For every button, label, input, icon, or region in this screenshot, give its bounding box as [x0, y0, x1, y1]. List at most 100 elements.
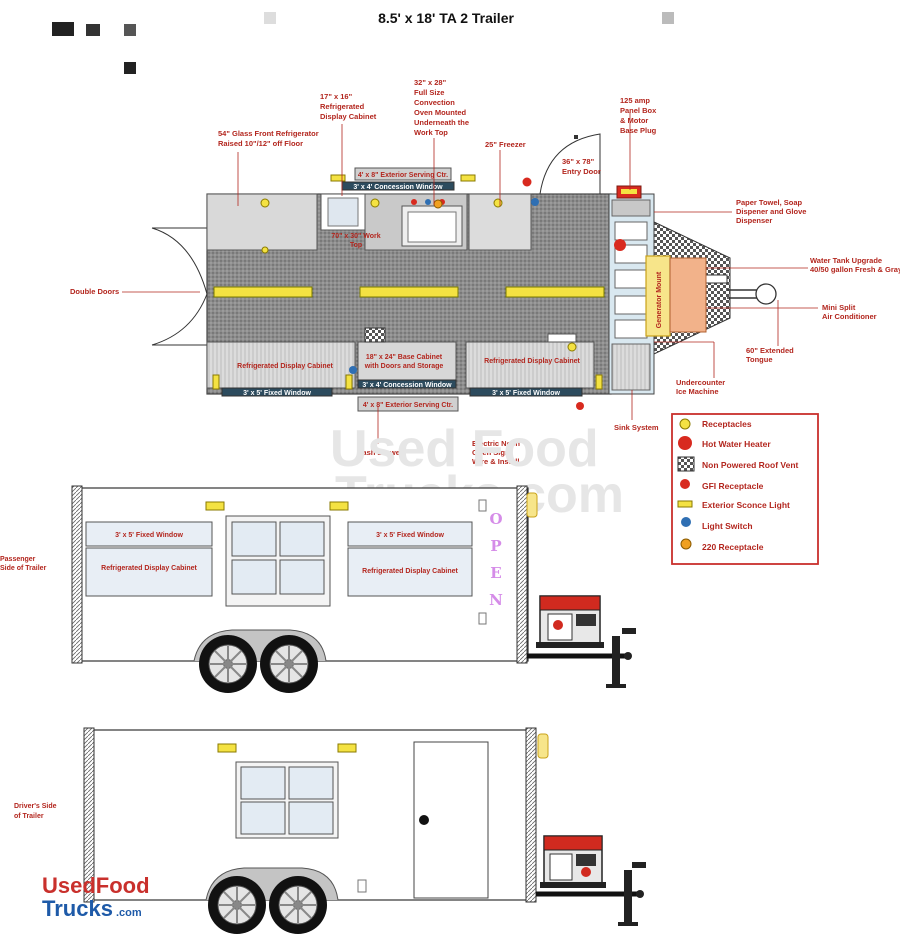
double-doors-label: Double Doors: [70, 287, 119, 296]
glass-fridge-label-2: Raised 10"/12" off Floor: [218, 139, 303, 148]
top-view-floorplan: Generator Mount 4' x 8" Exterior Serving…: [70, 78, 900, 466]
generator-mount: [645, 255, 671, 337]
leader-lines: [122, 112, 818, 444]
oven-label-3: Convection: [414, 98, 455, 107]
sink-system-label: Sink System: [614, 423, 659, 432]
passenger-window-left-label: 3' x 5' Fixed Window: [115, 532, 183, 539]
hitch-coupler: [755, 283, 777, 305]
passenger-cabinet-right-label: Refrigerated Display Cabinet: [362, 568, 458, 575]
legend-icon-switch: [681, 517, 691, 527]
legend-icon-sconce: [677, 500, 693, 508]
callout-convection-oven: 32" x 28" Full Size Convection Oven Moun…: [414, 78, 469, 137]
brand-part-3: .com: [116, 907, 142, 919]
passenger-fixed-window-left: [85, 521, 213, 547]
cash-drawer: [364, 327, 386, 343]
legend-label-hot-water: Hot Water Heater: [702, 439, 771, 449]
passenger-generator-icon: [536, 595, 604, 648]
work-top-label-1: 70" x 30" Work: [331, 233, 380, 240]
passenger-window-right-label: 3' x 5' Fixed Window: [376, 532, 444, 539]
freezer-label: 25" Freezer: [485, 140, 526, 149]
legend-label-receptacles: Receptacles: [702, 419, 752, 429]
legend-icon-hot-water: [678, 436, 692, 450]
watermark-line-1: Used Food: [330, 420, 599, 478]
legend-label-switch: Light Switch: [702, 521, 753, 531]
oven-label-1: 32" x 28": [414, 78, 447, 87]
work-top-label-2: Top: [350, 242, 362, 249]
passenger-side-view: Passenger Side of Trailer 3' x 5' Fixed …: [0, 485, 636, 693]
open-letter-p: P: [490, 537, 501, 555]
mini-split-label-1: Mini Split: [822, 303, 856, 312]
exterior-serving-counter-top: [354, 167, 452, 181]
mini-split-label-2: Air Conditioner: [822, 312, 877, 321]
usedfoodtrucks-logo: UsedFood Trucks .com: [42, 873, 150, 921]
passenger-cabinet-left: [85, 547, 213, 597]
fixed-window-right: [469, 387, 583, 397]
legend-icon-roof-vent: [677, 456, 695, 472]
entry-door-label-1: 36" x 78": [562, 157, 595, 166]
callout-mini-split: Mini Split Air Conditioner: [822, 303, 877, 321]
gfi-receptacle-icon-2: [576, 402, 584, 410]
paper-towel-label-3: Dispenser: [736, 216, 772, 225]
panel-box-label-4: Base Plug: [620, 126, 657, 135]
fixed-window-left-label: 3' x 5' Fixed Window: [243, 390, 311, 397]
exterior-serving-counter-bottom: [357, 396, 459, 412]
refrigerated-display-cabinet-left: [206, 341, 356, 389]
ice-machine-label-2: Ice Machine: [676, 387, 719, 396]
base-cabinet-label-1: 18" x 24" Base Cabinet: [366, 354, 443, 361]
callout-ice-machine: Undercounter Ice Machine: [676, 378, 725, 396]
passenger-cabinet-right: [347, 547, 473, 597]
callout-refrig-display: 17" x 16" Refrigerated Display Cabinet: [320, 92, 377, 121]
legend-icon-receptacle: [679, 418, 691, 430]
open-letter-n: N: [489, 591, 503, 609]
driver-wheel-2: [269, 876, 327, 934]
glass-fridge-label-1: 54" Glass Front Refrigerator: [218, 129, 319, 138]
panel-box-label-1: 125 amp: [620, 96, 650, 105]
generator-mount-label: Generator Mount: [656, 271, 663, 328]
tongue-label-1: 60" Extended: [746, 346, 794, 355]
diagram-title: 8.5' x 18' TA 2 Trailer: [378, 10, 514, 26]
ice-machine-label-1: Undercounter: [676, 378, 725, 387]
callout-paper-towel: Paper Towel, Soap Dispener and Glove Dis…: [736, 198, 806, 225]
hot-water-heater-icon: [614, 239, 626, 251]
light-bar-3: [505, 286, 605, 298]
paper-towel-label-1: Paper Towel, Soap: [736, 198, 803, 207]
redacted-header-blocks: [52, 12, 674, 74]
legend-box: Receptacles Hot Water Heater Non Powered…: [671, 413, 819, 565]
callout-neon-sign: Electric Neon Open Sign Wire & Install: [472, 439, 520, 466]
oven-label-5: Underneath the: [414, 118, 469, 127]
water-tank: [669, 257, 707, 333]
water-tank-label-2: 40/50 gallon Fresh & Gray: [810, 265, 900, 274]
driver-side-label-1: Driver's Side: [14, 803, 57, 810]
open-neon-sign: O P E N: [489, 510, 503, 609]
legend-icon-gfi: [680, 479, 690, 489]
callout-entry-door: 36" x 78" Entry Door: [562, 157, 601, 176]
driver-generator-icon: [540, 835, 606, 888]
cabinet-right-label: Refrigerated Display Cabinet: [484, 358, 580, 365]
light-switch-icon: [531, 198, 539, 206]
legend-label-220: 220 Receptacle: [702, 542, 764, 552]
oven-label-6: Work Top: [414, 128, 448, 137]
sconce-light-icons: [212, 174, 603, 390]
fixed-window-left: [221, 387, 333, 397]
concession-window-bottom-label: 3' x 4' Concession Window: [362, 382, 452, 389]
callout-panel-box: 125 amp Panel Box & Motor Base Plug: [620, 96, 657, 135]
paper-towel-label-2: Dispener and Glove: [736, 207, 806, 216]
cash-drawer-label: Cash Drawer: [357, 448, 403, 457]
door-knob: [419, 815, 429, 825]
passenger-wheel-1: [199, 635, 257, 693]
callout-glass-fridge: 54" Glass Front Refrigerator Raised 10"/…: [218, 129, 319, 148]
legend-icon-220: [680, 538, 692, 550]
neon-sign-label-3: Wire & Install: [472, 457, 519, 466]
oven-label-4: Oven Mounted: [414, 108, 467, 117]
passenger-side-label-1: Passenger: [0, 556, 36, 563]
concession-window-top-label: 3' x 4' Concession Window: [353, 184, 443, 191]
fixed-window-right-label: 3' x 5' Fixed Window: [492, 390, 560, 397]
refrig-display-label-2: Refrigerated: [320, 102, 365, 111]
callout-water-tank: Water Tank Upgrade 40/50 gallon Fresh & …: [810, 256, 900, 274]
neon-sign-label-2: Open Sign: [472, 448, 510, 457]
refrig-display-label-3: Display Cabinet: [320, 112, 377, 121]
exterior-serving-bottom-label: 4' x 8" Exterior Serving Ctr.: [363, 402, 453, 409]
panel-box-label-3: & Motor: [620, 116, 648, 125]
